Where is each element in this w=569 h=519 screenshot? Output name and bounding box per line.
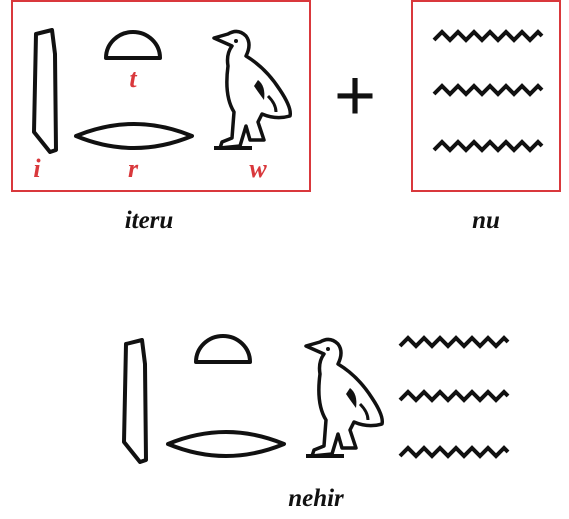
nu-glyph-box	[411, 0, 561, 192]
sign-label-i: i	[33, 154, 41, 183]
caption-iteru: iteru	[124, 207, 174, 234]
bread-loaf-icon	[194, 334, 252, 364]
sign-label-t: t	[129, 64, 137, 93]
water-ripples-icon	[432, 29, 544, 153]
water-ripples-icon	[398, 335, 510, 459]
sign-label-w: w	[249, 154, 267, 183]
reed-leaf-icon	[32, 28, 58, 154]
reed-leaf-icon	[122, 338, 148, 464]
mouth-icon	[166, 430, 286, 458]
sign-label-r: r	[127, 154, 139, 183]
iteru-glyph-box	[11, 0, 311, 192]
plus-operator: +	[333, 56, 377, 136]
caption-nu: nu	[472, 207, 500, 234]
quail-chick-icon	[212, 29, 293, 150]
quail-chick-icon	[304, 337, 385, 458]
bread-loaf-icon	[104, 30, 162, 60]
mouth-icon	[74, 122, 194, 150]
caption-nehir: nehir	[288, 485, 344, 512]
